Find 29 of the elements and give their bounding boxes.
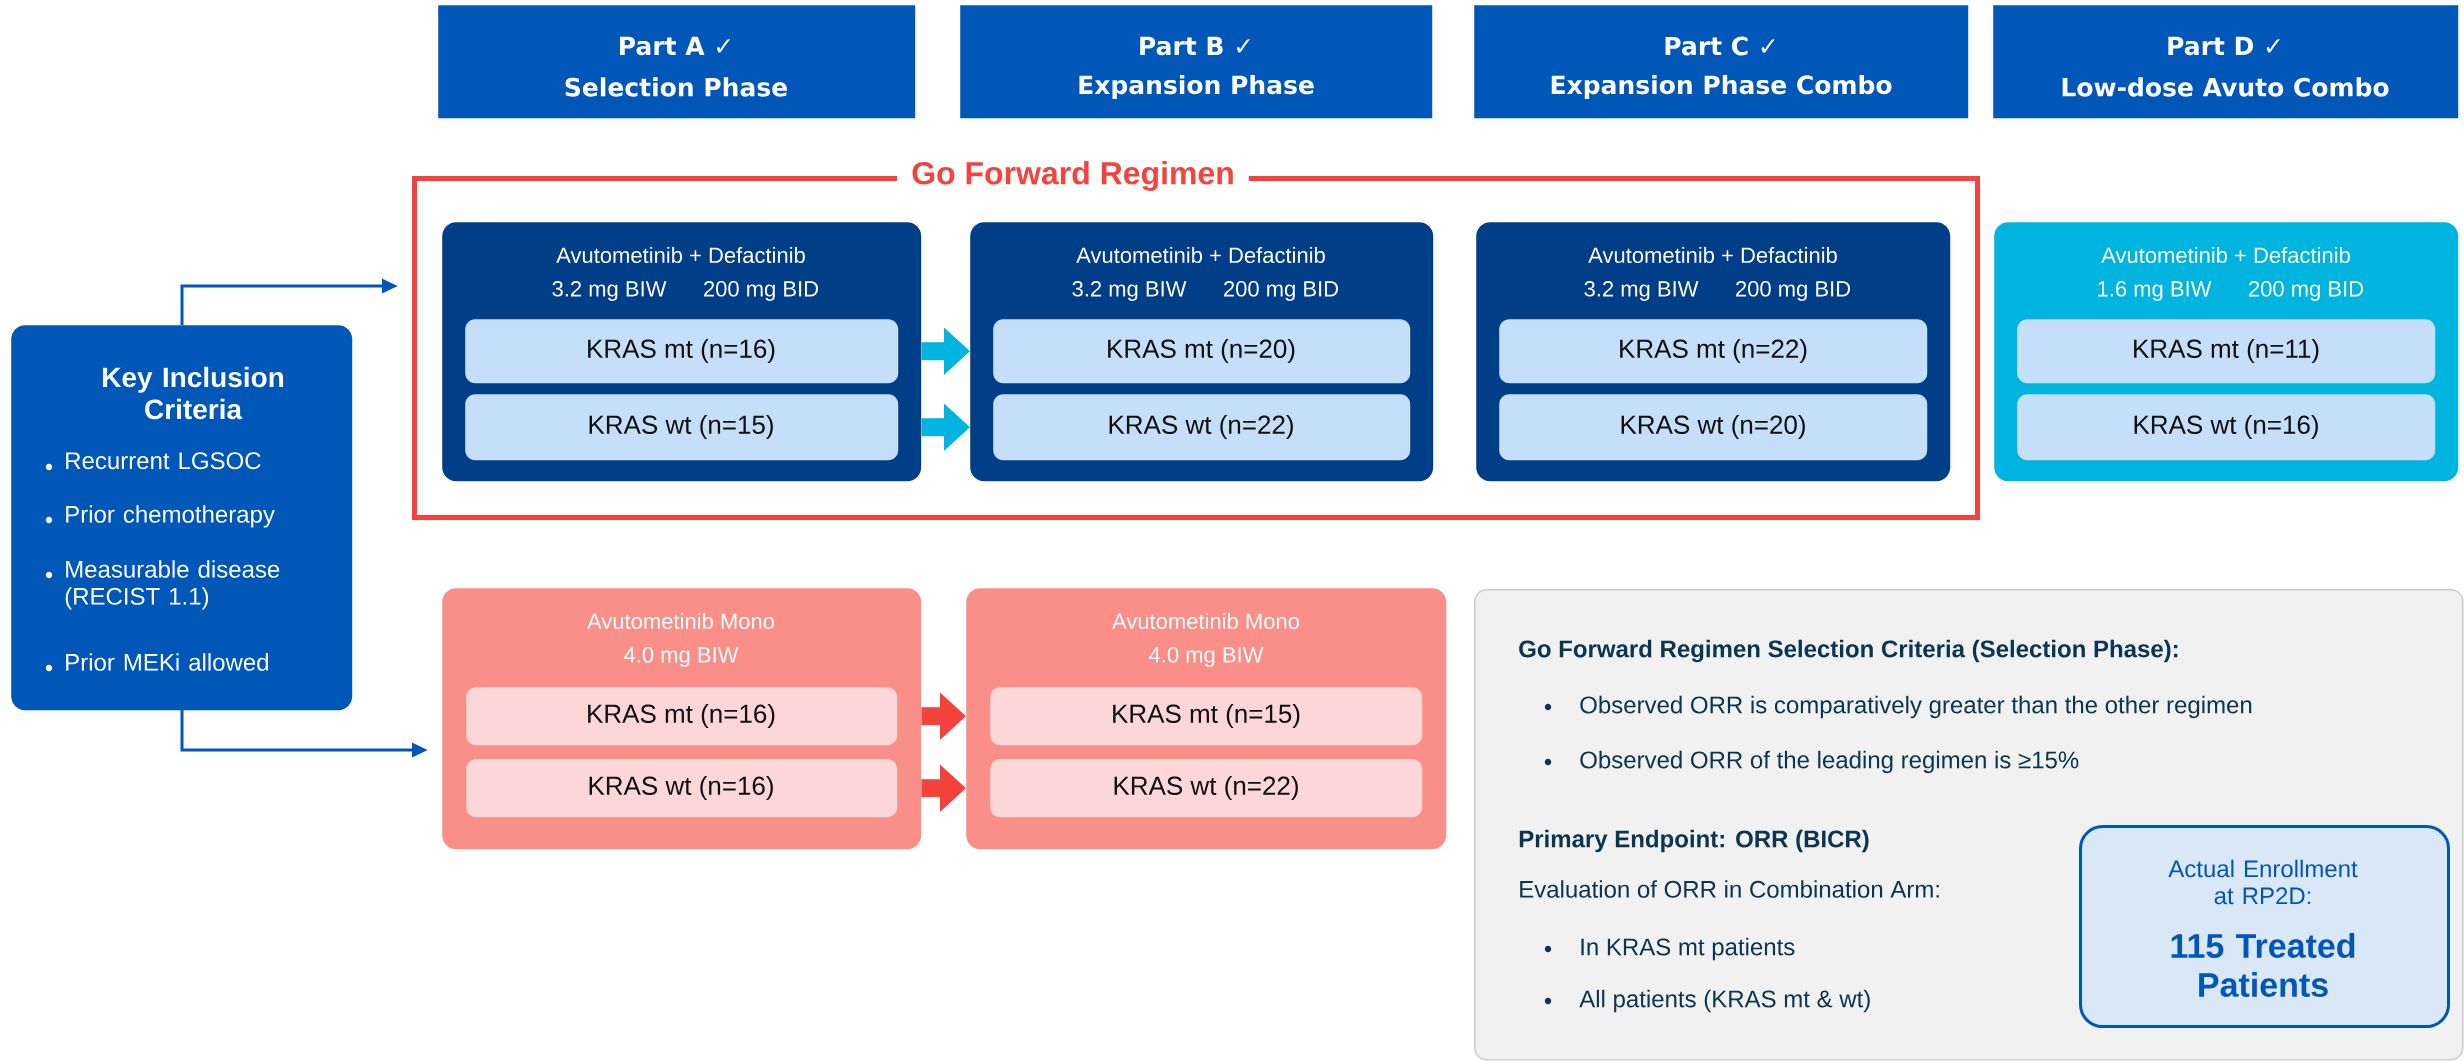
bullet-text: Observed ORR is comparatively greater than the other regimen <box>1580 695 2252 719</box>
bullet-text: Measurable disease (RECIST 1.1) <box>65 560 280 610</box>
bullet-text: Recurrent LGSOC <box>66 452 261 470</box>
cohort-box: KRAS mt (n=15) <box>990 687 1423 746</box>
phase-header: Part D ✓ Low-dose Avuto Combo <box>1993 5 2459 119</box>
panel-text: Evaluation of ORR in Combination Arm: <box>1520 880 1939 898</box>
cohort-box: KRAS mt (n=16) <box>466 687 898 746</box>
bullet-text: Observed ORR of the leading regimen is ≥15% <box>1580 750 2079 774</box>
cohort-box: KRAS wt (n=22) <box>993 394 1411 461</box>
panel-heading: Primary Endpoint: ORR (BICR) <box>1519 829 1869 853</box>
node-label: Key Inclusion Criteria <box>103 366 284 420</box>
cohort-box: KRAS wt (n=22) <box>990 759 1423 818</box>
bullet-text: Prior MEKi allowed <box>66 653 268 671</box>
phase-header: Part B ✓ Expansion Phase <box>960 5 1433 119</box>
panel-heading: Go Forward Regimen Selection Criteria (Selection Phase): <box>1519 639 2178 663</box>
bullet-text: Prior chemotherapy <box>66 505 275 528</box>
cohort-box: KRAS mt (n=11) <box>2017 319 2436 384</box>
bullet-text: All patients (KRAS mt & wt) <box>1579 989 1870 1013</box>
cohort-box: KRAS mt (n=20) <box>993 319 1411 384</box>
cohort-box: KRAS wt (n=15) <box>465 394 899 461</box>
cohort-box: KRAS wt (n=16) <box>2017 394 2436 461</box>
cohort-box: KRAS wt (n=20) <box>1499 394 1928 461</box>
phase-header: Part A ✓ Selection Phase <box>438 5 916 119</box>
phase-header: Part C ✓ Expansion Phase Combo <box>1474 5 1969 119</box>
enrollment-box: Actual Enrollment at RP2D: 115 Treated Patients <box>2079 825 2451 1028</box>
bullet-text: In KRAS mt patients <box>1581 937 1795 961</box>
cohort-box: KRAS wt (n=16) <box>466 759 898 818</box>
cohort-box: KRAS mt (n=22) <box>1499 319 1928 384</box>
cohort-box: KRAS mt (n=16) <box>465 319 899 384</box>
